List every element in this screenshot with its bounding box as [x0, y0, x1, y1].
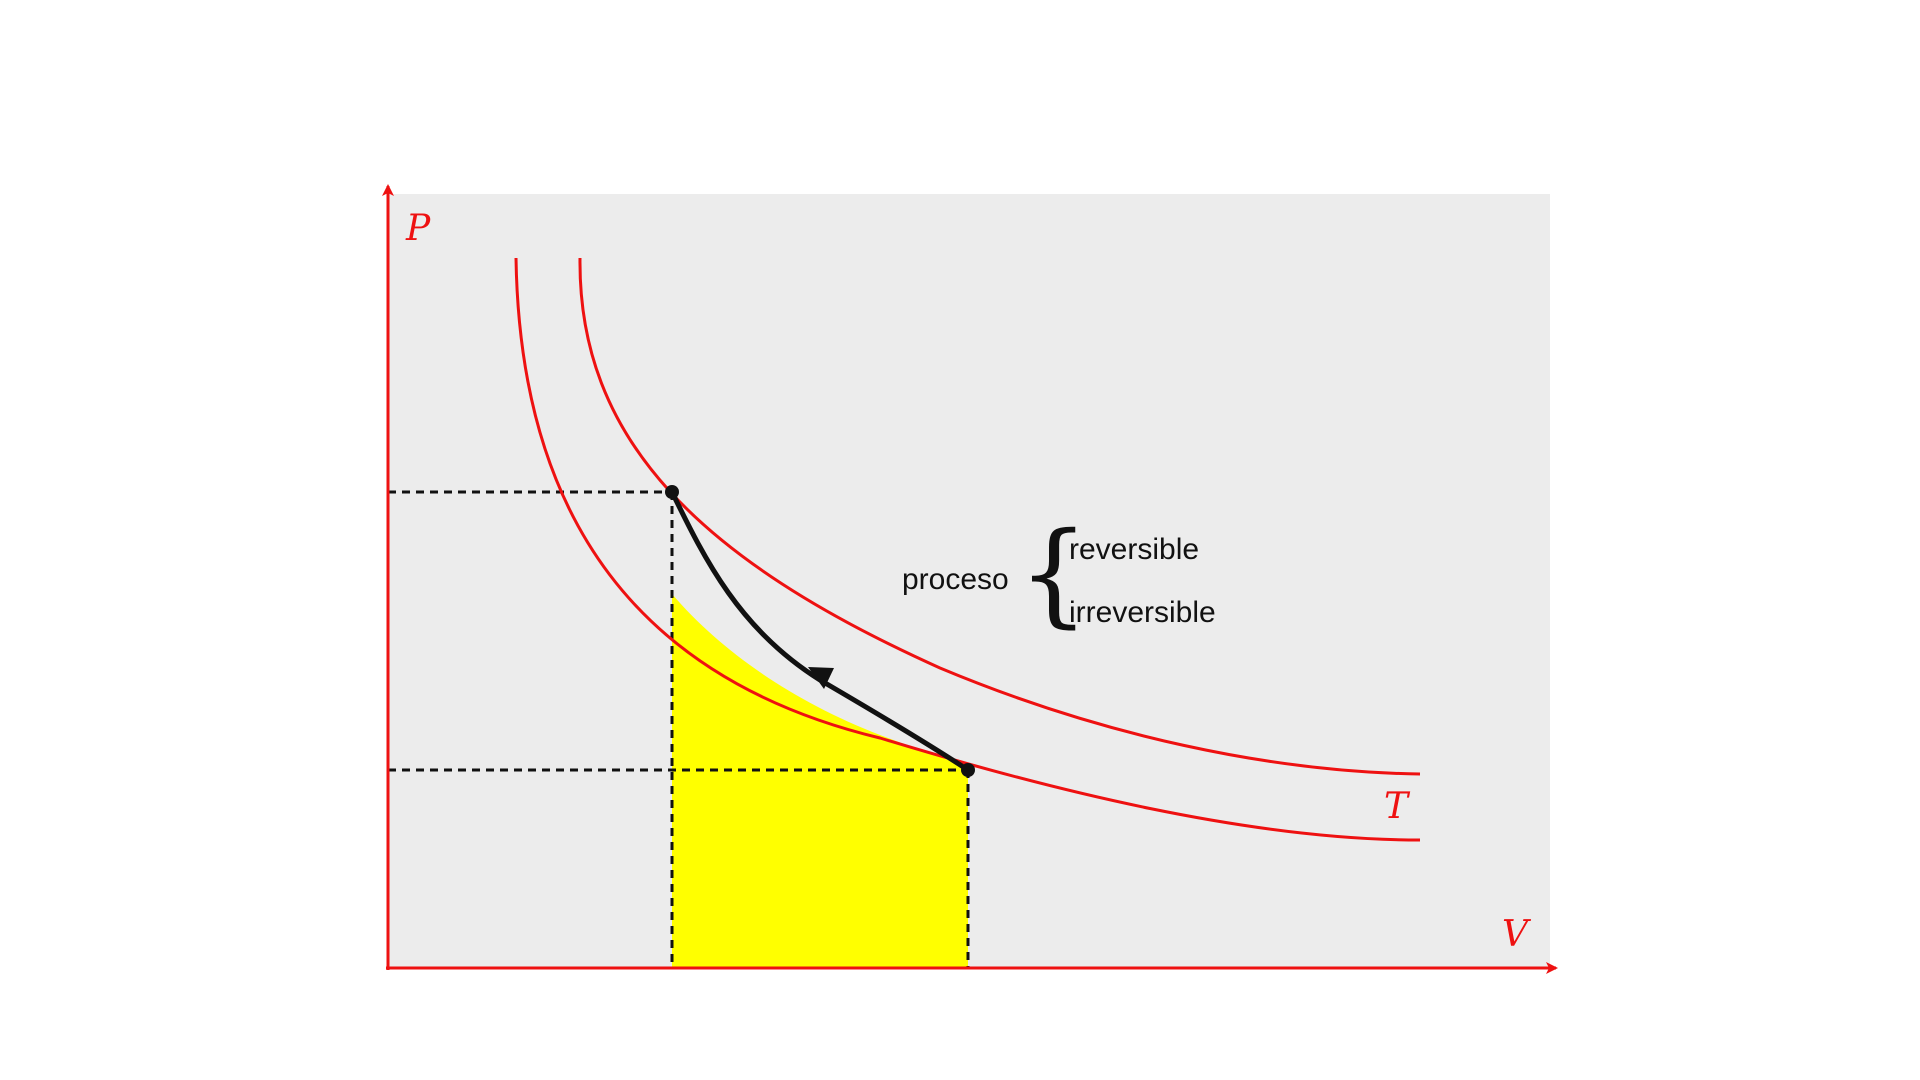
work-area: [672, 492, 968, 968]
reference-lines: [388, 490, 970, 968]
isotherm-upper: [578, 257, 1421, 776]
irreversible-label: irreversible: [1069, 596, 1216, 629]
state-point-final: [961, 763, 975, 777]
isotherm-lower: [514, 257, 1421, 842]
state-point-initial: [665, 485, 679, 499]
process-direction-arrow-icon: [808, 667, 834, 689]
reversible-label: reversible: [1069, 533, 1199, 566]
isotherm-label: T: [1384, 786, 1411, 827]
process-label: proceso: [902, 563, 1009, 596]
process-brace: {: [1018, 509, 1089, 639]
p-axis-label: P: [405, 208, 431, 249]
v-axis-label: V: [1502, 914, 1532, 955]
